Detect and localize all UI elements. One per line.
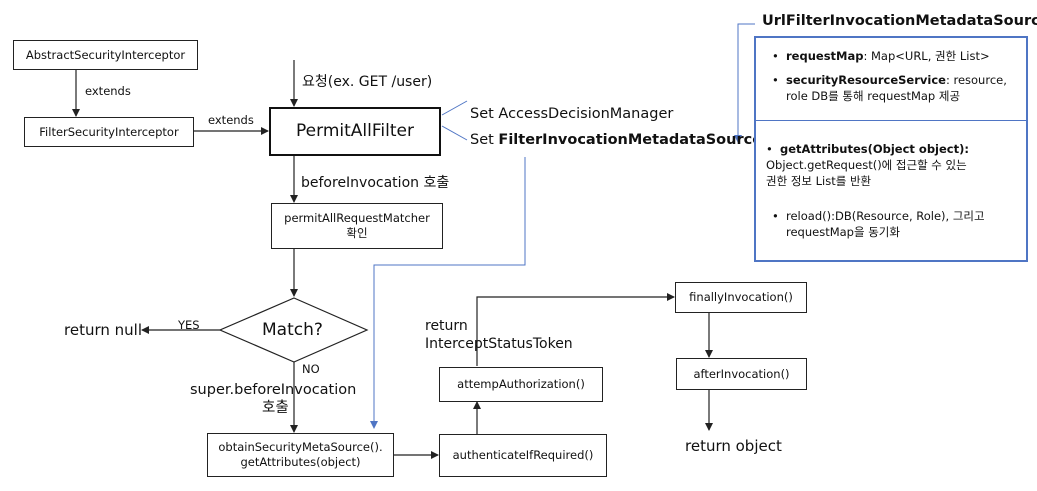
request-label: 요청(ex. GET /user) — [302, 74, 433, 90]
metadata-text-line2: role DB를 통해 requestMap 제공 — [786, 89, 961, 103]
metadata-text-line2: requestMap을 동기화 — [786, 225, 900, 239]
connector-metadata-to-obtain — [370, 157, 526, 429]
super-before-label-1: super.beforeInvocation — [190, 382, 357, 398]
no-label: NO — [302, 362, 320, 376]
metadata-key: requestMap — [786, 49, 864, 63]
set-fimds-name: FilterInvocationMetadataSource — [498, 132, 763, 148]
connector-set-fimds — [441, 125, 468, 141]
permit-all-filter-label: PermitAllFilter — [296, 121, 414, 141]
metadata-key: getAttributes(Object object): — [780, 142, 969, 156]
extends-label-2: extends — [208, 113, 254, 127]
finally-invocation-label: finallyInvocation() — [689, 290, 793, 304]
return-token-label-1: return — [425, 318, 468, 334]
permit-all-matcher-label-2: 확인 — [346, 226, 368, 240]
bullet-marker: • — [772, 49, 779, 63]
metadata-item-request-map: • requestMap: Map<URL, 권한 List> — [772, 48, 1020, 64]
before-invocation-label: beforeInvocation 호출 — [301, 175, 450, 191]
metadata-key: securityResourceService — [786, 73, 946, 87]
set-fimds-label: Set FilterInvocationMetadataSource — [470, 131, 762, 149]
bullet-marker: • — [772, 209, 779, 223]
return-token-label-2: InterceptStatusToken — [425, 336, 573, 352]
yes-label: YES — [178, 318, 200, 332]
metadata-text-line2: Object.getRequest()에 접근할 수 있는 — [766, 158, 967, 172]
return-null-label: return null — [64, 321, 142, 339]
metadata-item-reload: • reload():DB(Resource, Role), 그리고 reques… — [772, 208, 1020, 240]
after-invocation-label: afterInvocation() — [693, 366, 790, 381]
attempt-box: attempAuthorization() — [439, 367, 603, 402]
permit-all-filter-box: PermitAllFilter — [269, 107, 441, 156]
filter-interceptor-box: FilterSecurityInterceptor — [24, 117, 194, 147]
set-fimds-prefix: Set — [470, 132, 499, 148]
obtain-label-2: getAttributes(object) — [240, 455, 361, 469]
connector-set-adm — [441, 100, 468, 116]
bullet-marker: • — [772, 73, 779, 87]
filter-interceptor-label: FilterSecurityInterceptor — [39, 124, 179, 139]
permit-all-matcher-label-1: permitAllRequestMatcher — [284, 211, 430, 225]
metadata-divider — [756, 120, 1026, 121]
permit-all-matcher-box: permitAllRequestMatcher 확인 — [271, 203, 443, 249]
arrow-attempt-to-finally — [476, 293, 675, 366]
authenticate-label: authenticateIfRequired() — [452, 448, 594, 462]
extends-label-1: extends — [85, 84, 131, 98]
obtain-attributes-box: obtainSecurityMetaSource(). getAttribute… — [207, 433, 394, 477]
connector-title-to-fimds — [734, 23, 755, 143]
return-object-label: return object — [685, 437, 782, 455]
metadata-text: : Map<URL, 권한 List> — [863, 49, 990, 63]
set-adm-label: Set AccessDecisionManager — [470, 106, 674, 122]
metadata-source-box: • requestMap: Map<URL, 권한 List> • security… — [754, 36, 1028, 262]
attempt-label: attempAuthorization() — [457, 377, 585, 391]
metadata-item-security-resource-service: • securityResourceService: resource, role… — [772, 72, 1020, 104]
metadata-text-line3: 권한 정보 List를 반환 — [766, 174, 872, 188]
metadata-text: reload():DB(Resource, Role), 그리고 — [786, 209, 985, 223]
obtain-label-1: obtainSecurityMetaSource(). — [218, 440, 383, 454]
metadata-text: : resource, — [945, 73, 1007, 87]
match-label: Match? — [262, 320, 323, 340]
metadata-item-get-attributes: • getAttributes(Object object): Object.ge… — [766, 141, 1014, 189]
metadata-source-title: UrlFilterInvocationMetadataSource — [762, 13, 1037, 29]
finally-invocation-box: finallyInvocation() — [675, 282, 807, 313]
after-invocation-box: afterInvocation() — [676, 358, 807, 390]
abstract-interceptor-box: AbstractSecurityInterceptor — [13, 40, 198, 70]
bullet-marker: • — [766, 142, 773, 156]
authenticate-box: authenticateIfRequired() — [439, 434, 607, 477]
super-before-label-2: 호출 — [262, 400, 289, 416]
abstract-interceptor-label: AbstractSecurityInterceptor — [25, 47, 186, 62]
